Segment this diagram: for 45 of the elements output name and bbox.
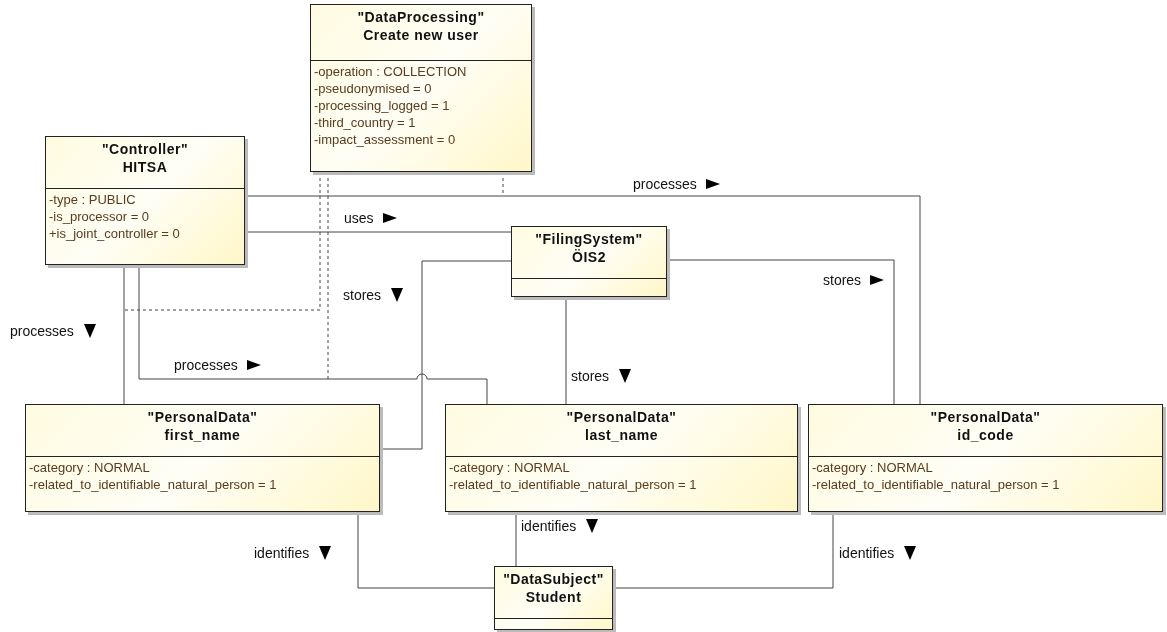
stereotype-label: "PersonalData": [930, 408, 1041, 426]
stereotype-label: "PersonalData": [147, 408, 258, 426]
attribute-text: -category : NORMAL: [29, 459, 150, 476]
stereotype-label: "PersonalData": [566, 408, 677, 426]
attribute-text: -category : NORMAL: [449, 459, 570, 476]
class-name: last_name: [585, 426, 658, 444]
class-name: id_code: [957, 426, 1014, 444]
attribute-text: -third_country = 1: [314, 114, 416, 131]
attribute-text: -type : PUBLIC: [49, 191, 136, 208]
attribute-text: -pseudonymised = 0: [314, 80, 432, 97]
class-box: [310, 4, 532, 172]
class-name: first_name: [164, 426, 241, 444]
attribute-text: -related_to_identifiable_natural_person = 1: [29, 476, 277, 493]
class-name: Student: [525, 588, 582, 606]
edge-label: identifies: [254, 545, 310, 561]
edge-label: stores: [343, 287, 382, 303]
class-box: [511, 226, 667, 297]
attribute-text: +is_joint_controller = 0: [49, 225, 180, 242]
class-box: [25, 404, 380, 512]
class-name: HITSA: [122, 158, 168, 176]
attribute-text: -related_to_identifiable_natural_person = 1: [449, 476, 697, 493]
edge-label: uses: [344, 210, 374, 226]
class-box: [494, 566, 613, 630]
attribute-text: -category : NORMAL: [812, 459, 933, 476]
attribute-text: -related_to_identifiable_natural_person = 1: [812, 476, 1060, 493]
edge-label: identifies: [521, 518, 577, 534]
class-box: [45, 136, 245, 265]
edge-label: processes: [174, 357, 238, 373]
attribute-text: -is_processor = 0: [49, 208, 150, 225]
class-name: ÖIS2: [572, 248, 606, 266]
stereotype-label: "FilingSystem": [535, 230, 643, 248]
edge-label: stores: [823, 272, 862, 288]
class-box: [808, 404, 1163, 512]
class-name: Create new user: [363, 26, 479, 44]
stereotype-label: "Controller": [101, 140, 189, 158]
attribute-text: -operation : COLLECTION: [314, 63, 467, 80]
stereotype-label: "DataSubject": [503, 570, 604, 588]
edge-label: processes: [10, 323, 74, 339]
stereotype-label: "DataProcessing": [357, 8, 485, 26]
edge-label: identifies: [839, 545, 895, 561]
class-box: [445, 404, 798, 512]
attribute-text: -impact_assessment = 0: [314, 131, 456, 148]
attribute-text: -processing_logged = 1: [314, 97, 450, 114]
edge-label: stores: [571, 368, 610, 384]
edge-label: processes: [633, 176, 697, 192]
